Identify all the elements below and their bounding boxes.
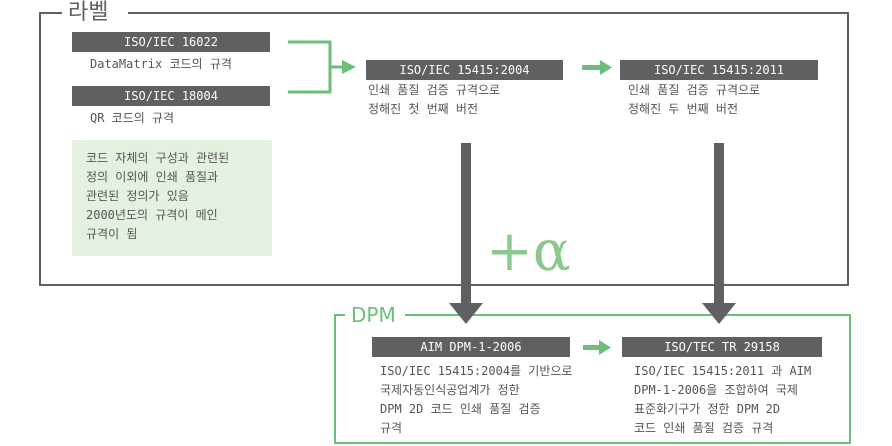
box-desc-aim-dpm: ISO/IEC 15415:2004를 기반으로 국제자동인식공업계가 정한 D…	[380, 364, 573, 435]
box-header-iso15415-2011: ISO/IEC 15415:2011	[620, 60, 818, 80]
label-frame	[39, 12, 849, 286]
label-section-title: 라벨	[62, 2, 115, 24]
box-desc-iso16022: DataMatrix 코드의 규격	[90, 57, 232, 71]
box-desc-iso15415-2011: 인쇄 품질 검증 규격으로 정해진 두 번째 버전	[628, 83, 761, 116]
arrow-2011-down-head	[702, 303, 736, 324]
box-header-iso-tec-tr29158: ISO/TEC TR 29158	[622, 337, 822, 357]
arrow-2004-2011-head	[600, 60, 612, 75]
arrow-2011-down-shaft	[714, 143, 724, 305]
arrow-aim-tec-shaft	[583, 345, 601, 350]
box-header-aim-dpm: AIM DPM-1-2006	[372, 337, 570, 357]
box-desc-iso-tec-tr29158: ISO/IEC 15415:2011 과 AIM DPM-1-2006을 조합하…	[634, 364, 812, 435]
dpm-frame	[334, 314, 851, 444]
arrow-head-merge	[342, 60, 356, 74]
box-desc-iso18004: QR 코드의 규격	[90, 111, 175, 125]
box-header-iso15415-2004: ISO/IEC 15415:2004	[366, 60, 563, 80]
note-box	[72, 140, 272, 256]
box-desc-iso15415-2004: 인쇄 품질 검증 규격으로 정해진 첫 번째 버전	[368, 83, 501, 116]
box-header-iso16022: ISO/IEC 16022	[72, 32, 270, 52]
arrow-2004-down-shaft	[461, 143, 471, 305]
arrow-2004-2011-shaft	[582, 65, 602, 70]
plus-alpha-label: +α	[486, 219, 571, 284]
dpm-section-title: DPM	[345, 304, 402, 326]
merge-bracket	[288, 40, 342, 94]
box-header-iso18004: ISO/IEC 18004	[72, 86, 270, 106]
arrow-aim-tec-head	[599, 340, 611, 355]
arrow-2004-down-head	[449, 303, 483, 324]
note-text: 코드 자체의 구성과 관련된 정의 이외에 인쇄 품질과 관련된 정의가 있음 …	[86, 151, 230, 241]
